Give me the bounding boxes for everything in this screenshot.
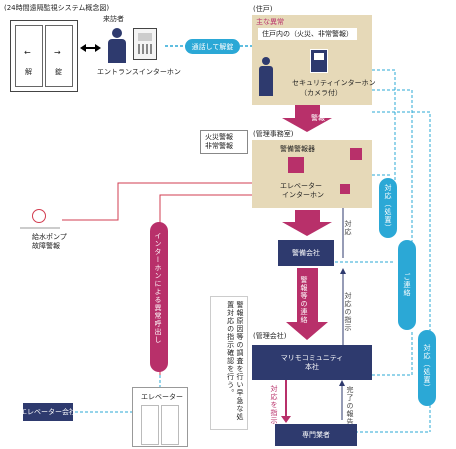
arrow-right-icon: →	[54, 48, 61, 57]
mgmt-company-header: (管理会社)	[253, 332, 287, 340]
entrance-intercom-device-icon	[133, 28, 157, 60]
response-instruction-2: 対応を指示	[270, 385, 279, 425]
door-right-panel: 錠 →	[45, 25, 73, 87]
response-dispatch-pill-2: 対応（処置）	[418, 330, 436, 406]
entrance-intercom-label: エントランスインターホン	[97, 68, 181, 76]
visitor-person-icon	[105, 28, 129, 64]
office-header: (管理事務室)	[253, 130, 294, 138]
specialist-box: 専門業者	[275, 424, 357, 446]
elevator-intercom-label-2: インターホン	[282, 191, 324, 199]
resident-person-icon	[258, 57, 274, 97]
contact-label: ご連絡	[403, 273, 411, 297]
call-unlock-pill: 通話して解錠	[185, 39, 240, 54]
office-box: 警備警報器 エレベーター インターホン	[252, 140, 372, 208]
diagram-title: (24時間遠隔監視システム概念図)	[4, 4, 110, 12]
response-instruction-1: 対応の指示	[344, 292, 353, 332]
completion-report-label: 完了の報告	[346, 386, 355, 426]
door-left-panel: 解 ←	[15, 25, 43, 87]
arrow-left-icon: ←	[24, 48, 31, 57]
camera-label: （カメラ付）	[300, 89, 342, 97]
instruction-note-text: 警報原因等の調査を行い早急な処置対応の指示確認を行う。	[226, 301, 244, 421]
alarm-panel-icon	[288, 157, 304, 173]
instruction-note: 警報原因等の調査を行い早急な処置対応の指示確認を行う。	[210, 296, 248, 430]
elevator-intercom-icon	[340, 184, 350, 194]
door-left-label: 解	[25, 68, 32, 76]
door-right-label: 錠	[55, 68, 62, 76]
call-unlock-label: 通話して解錠	[191, 42, 234, 51]
intercom-call-label: インターホンによる異常呼出し	[154, 232, 163, 344]
mgmt-company-name-1: マリモコミュニティ	[280, 354, 344, 363]
pump-label-1: 給水ポンプ	[32, 233, 67, 241]
elevator-company-box: エレベーター会社	[20, 403, 76, 421]
security-company-box: 警備会社	[278, 240, 334, 266]
elevator-label: エレベーター	[141, 393, 183, 401]
elevator-box: エレベーター	[132, 387, 188, 447]
fire-alarm-note: 火災警報 非常警報	[200, 130, 248, 154]
specialist-label: 専門業者	[302, 430, 330, 439]
response-dispatch-pill-1: 対応（処置）	[379, 178, 397, 238]
alarm-arrow-label-1: 警報	[311, 114, 325, 122]
security-intercom-device-icon	[310, 49, 328, 73]
pump-icon	[32, 209, 46, 223]
visitor-label: 来訪者	[103, 15, 124, 23]
abnormal-detail: 住戸内の（火災、非常警報）	[258, 28, 357, 41]
contact-pill: ご連絡	[398, 240, 416, 330]
fire-alarm-note-1: 火災警報	[205, 133, 233, 141]
fire-alarm-note-2: 非常警報	[205, 142, 233, 150]
response-dispatch-label-1: 対応（処置）	[384, 184, 392, 232]
elevator-company-label: エレベーター会社	[20, 407, 76, 416]
mgmt-company-name-2: 本社	[305, 362, 319, 371]
dwelling-box: 主な異常 住戸内の（火災、非常警報） セキュリティインターホン （カメラ付）	[252, 15, 376, 105]
response-label: 対応	[344, 220, 353, 236]
security-company-label: 警備会社	[292, 248, 320, 257]
elevator-intercom-label-1: エレベーター	[280, 182, 322, 190]
security-intercom-label: セキュリティインターホン	[292, 79, 376, 87]
alarm-contact-label: 警報等の連絡	[300, 276, 309, 324]
entrance-door: 解 ← 錠 →	[10, 20, 78, 92]
main-abnormal-label: 主な異常	[256, 18, 284, 26]
response-dispatch-label-2: 対応（処置）	[423, 344, 431, 392]
dwelling-header: (住戸)	[253, 5, 273, 13]
alarm-panel-label: 警備警報器	[280, 145, 315, 153]
pump-label-2: 故障警報	[32, 242, 60, 250]
mgmt-company-box: マリモコミュニティ 本社	[252, 345, 372, 380]
alarm-indicator-icon	[350, 148, 362, 160]
intercom-call-bar: インターホンによる異常呼出し	[150, 222, 168, 372]
